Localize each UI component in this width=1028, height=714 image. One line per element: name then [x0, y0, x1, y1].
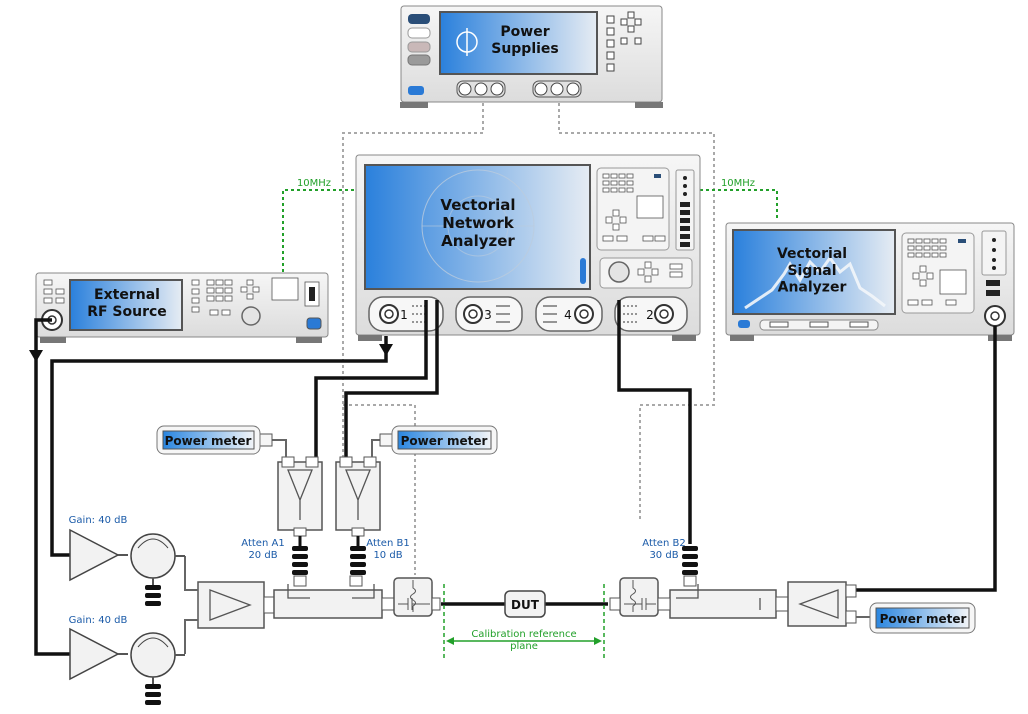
power-meter-3-label: Power meter [880, 612, 967, 626]
splitter-a1 [277, 456, 323, 537]
vna-port-1-label: 1 [400, 308, 408, 322]
power-meter-2-label: Power meter [401, 434, 488, 448]
reference-lines [282, 189, 778, 272]
vna-port-2-label: 2 [646, 308, 654, 322]
splitter-right [787, 581, 870, 627]
attenuator-stacks [145, 546, 698, 705]
combiner-left [184, 556, 275, 654]
vna-port-4-label: 4 [564, 308, 572, 322]
dut-block [504, 590, 546, 618]
coupler-left [273, 575, 395, 619]
vna-instrument [355, 154, 701, 341]
power-meter-1 [156, 425, 261, 455]
power-supplies-instrument [400, 5, 663, 108]
rf-source-instrument [35, 272, 329, 343]
amplifier-top [69, 528, 185, 585]
vsa-instrument [725, 222, 1015, 341]
amplifier-bottom [69, 627, 185, 684]
bias-tee-left [393, 577, 441, 617]
cable-arrows [29, 344, 393, 362]
power-supply-lines [342, 103, 715, 575]
power-meter-2 [391, 425, 498, 455]
amp-bottom-label: Gain: 40 dB [69, 615, 128, 626]
amp-top-label: Gain: 40 dB [69, 515, 128, 526]
vna-port-3-label: 3 [484, 308, 492, 322]
calibration-plane [443, 584, 605, 660]
ref-right-label: 10MHz [721, 178, 755, 189]
ref-left-label: 10MHz [297, 178, 331, 189]
bias-tee-right [609, 577, 659, 617]
dut-label: DUT [511, 598, 540, 612]
power-meter-1-label: Power meter [165, 434, 252, 448]
power-meter-3 [869, 602, 976, 634]
splitter-b1 [335, 456, 381, 537]
coupler-right [657, 575, 789, 619]
